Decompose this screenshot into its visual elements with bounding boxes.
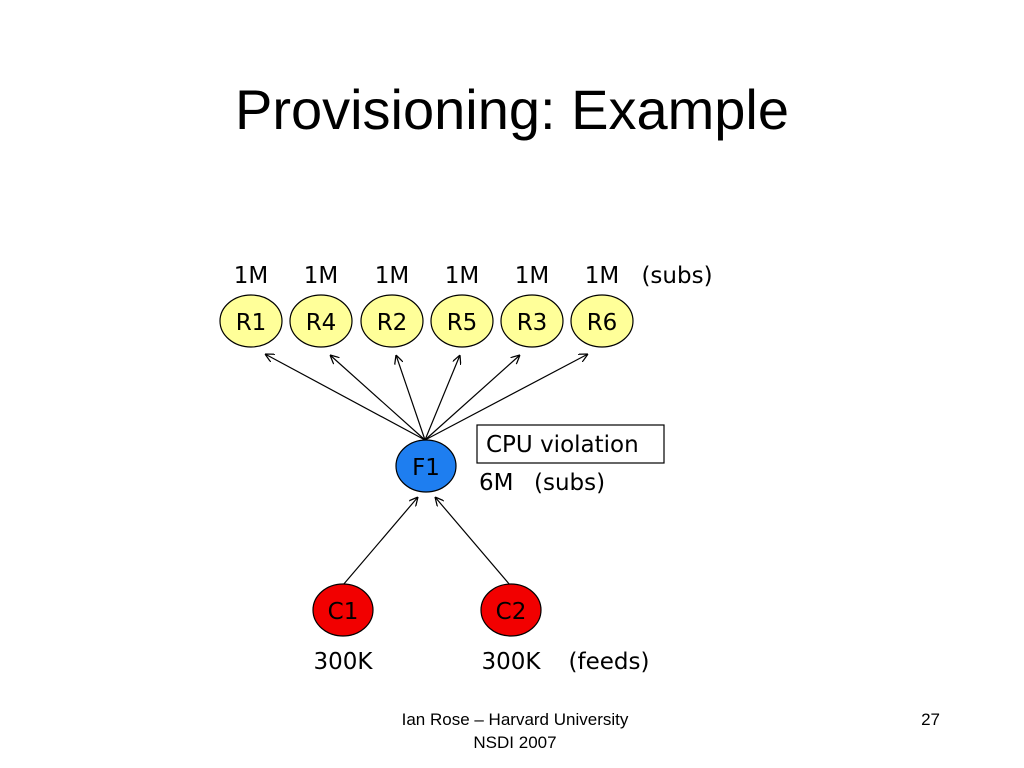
node-label-r1: R1 [236, 310, 267, 336]
bottom-unit-label: (feeds) [569, 649, 650, 675]
violation-box: CPU violation [476, 424, 665, 464]
footer-author: Ian Rose – Harvard University [401, 710, 629, 729]
node-r4: R4 [289, 294, 353, 348]
node-r6: R6 [570, 294, 634, 348]
node-c2: C2 [480, 583, 542, 637]
top-unit-label: (subs) [641, 263, 712, 289]
page-number: 27 [921, 710, 940, 729]
node-label-r2: R2 [377, 310, 408, 336]
edge-f1-r1 [265, 354, 426, 441]
node-label-c1: C1 [328, 599, 359, 625]
node-r5: R5 [430, 294, 494, 348]
edge-f1-r5 [424, 355, 460, 441]
node-c1: C1 [312, 583, 374, 637]
f1-unit-label: (subs) [534, 470, 605, 496]
node-r2: R2 [360, 294, 424, 348]
top-load-labels: 1M 1M 1M 1M 1M 1M [234, 263, 619, 289]
node-label-r4: R4 [306, 310, 337, 336]
load-label-r1: 1M [234, 263, 268, 289]
node-label-c2: C2 [496, 599, 527, 625]
load-label-r2: 1M [375, 263, 409, 289]
node-label-r5: R5 [447, 310, 478, 336]
edge-f1-r4 [330, 355, 426, 441]
slide-title: Provisioning: Example [234, 78, 790, 141]
violation-label: CPU violation [486, 432, 639, 458]
load-label-r4: 1M [304, 263, 338, 289]
node-r1: R1 [219, 294, 283, 348]
load-label-r3: 1M [515, 263, 549, 289]
slide-footer: Ian Rose – Harvard University NSDI 2007 [330, 708, 700, 754]
edges [265, 354, 588, 586]
edge-f1-r2 [396, 355, 426, 441]
edge-f1-r3 [424, 355, 520, 441]
load-label-r5: 1M [445, 263, 479, 289]
load-label-c1: 300K [314, 649, 374, 675]
f1-load-label: 6M [479, 470, 513, 496]
edge-f1-r6 [424, 354, 588, 441]
node-r3: R3 [500, 294, 564, 348]
load-label-r6: 1M [585, 263, 619, 289]
node-label-f1: F1 [412, 455, 440, 481]
node-f1: F1 [395, 439, 457, 493]
footer-venue: NSDI 2007 [473, 733, 557, 752]
node-label-r6: R6 [587, 310, 618, 336]
load-label-c2: 300K [482, 649, 542, 675]
node-label-r3: R3 [517, 310, 548, 336]
edge-c1-f1 [342, 497, 418, 586]
edge-c2-f1 [435, 497, 511, 586]
